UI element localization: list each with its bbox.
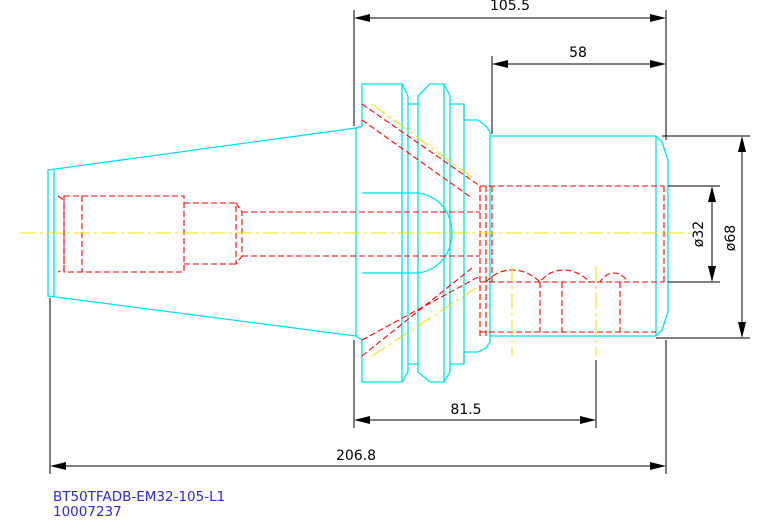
dimension-105-5-label: 105.5 (490, 0, 530, 14)
dimension-phi32: ø32 (668, 185, 720, 283)
pull-stud-bore-hidden (57, 195, 480, 273)
dimension-206-8-label: 206.8 (336, 448, 376, 464)
dimension-phi68-label: ø68 (723, 225, 739, 251)
dimension-105-5: 105.5 (353, 0, 667, 140)
dimension-58: 58 (491, 45, 666, 134)
part-number: BT50TFADB-EM32-105-L1 (53, 489, 226, 505)
dimension-58-label: 58 (569, 45, 587, 61)
center-lines (20, 103, 690, 357)
dimension-phi68: ø68 (656, 135, 750, 339)
dimension-phi32-label: ø32 (691, 221, 707, 247)
part-code: 10007237 (53, 504, 122, 520)
taper-shank-outline (47, 127, 357, 337)
dimension-81-5: 81.5 (353, 340, 597, 428)
dimension-81-5-label: 81.5 (450, 402, 481, 418)
collet-bore-hidden (479, 185, 665, 336)
coolant-channels-hidden (361, 103, 481, 357)
dimension-206-8: 206.8 (49, 298, 667, 474)
body-outline (490, 135, 669, 337)
